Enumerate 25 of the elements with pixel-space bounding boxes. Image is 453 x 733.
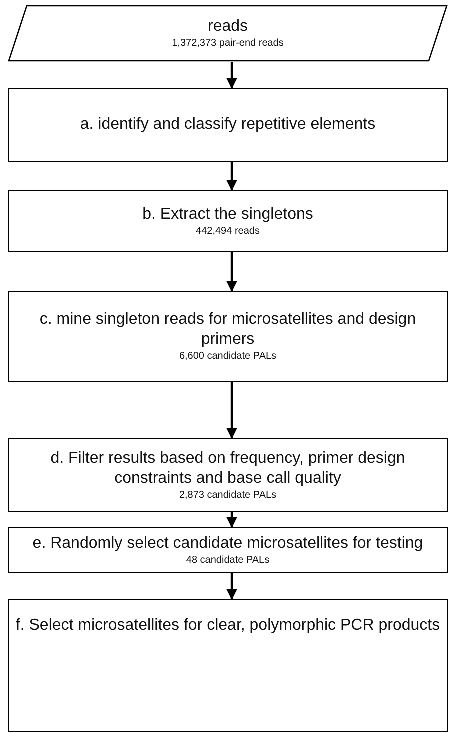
step-label: reads xyxy=(206,17,250,37)
arrow xyxy=(226,62,238,90)
step-label: a. identify and classify repetitive elements xyxy=(79,115,377,135)
parallelogram-shape xyxy=(8,5,448,62)
process-box xyxy=(8,527,448,573)
arrow xyxy=(226,512,238,528)
arrow xyxy=(226,382,238,440)
read-count: 1,372,373 pair-end reads xyxy=(171,37,285,50)
step-label: d. Filter results based on frequency, primer design constraints and base call quality xyxy=(50,448,406,488)
step-label: e. Randomly select candidate microsatellites for testing xyxy=(32,534,424,554)
process-box xyxy=(8,190,448,252)
step-label: b. Extract the singletons xyxy=(142,204,314,224)
read-count: 48 candidate PALs xyxy=(185,554,271,566)
process-box xyxy=(8,88,448,162)
arrow xyxy=(226,573,238,600)
read-count: 442,494 reads xyxy=(195,224,261,238)
process-box xyxy=(8,438,448,512)
step-label: c. mine singleton reads for microsatellites and design primers xyxy=(38,310,418,350)
process-box xyxy=(8,291,448,382)
read-count: 2,873 candidate PALs xyxy=(178,488,278,502)
arrow xyxy=(226,252,238,292)
step-label: f. Select microsatellites for clear, polymorphic PCR products xyxy=(14,616,442,636)
process-box xyxy=(8,599,448,732)
read-count: 6,600 candidate PALs xyxy=(178,350,278,363)
arrow xyxy=(226,162,238,192)
